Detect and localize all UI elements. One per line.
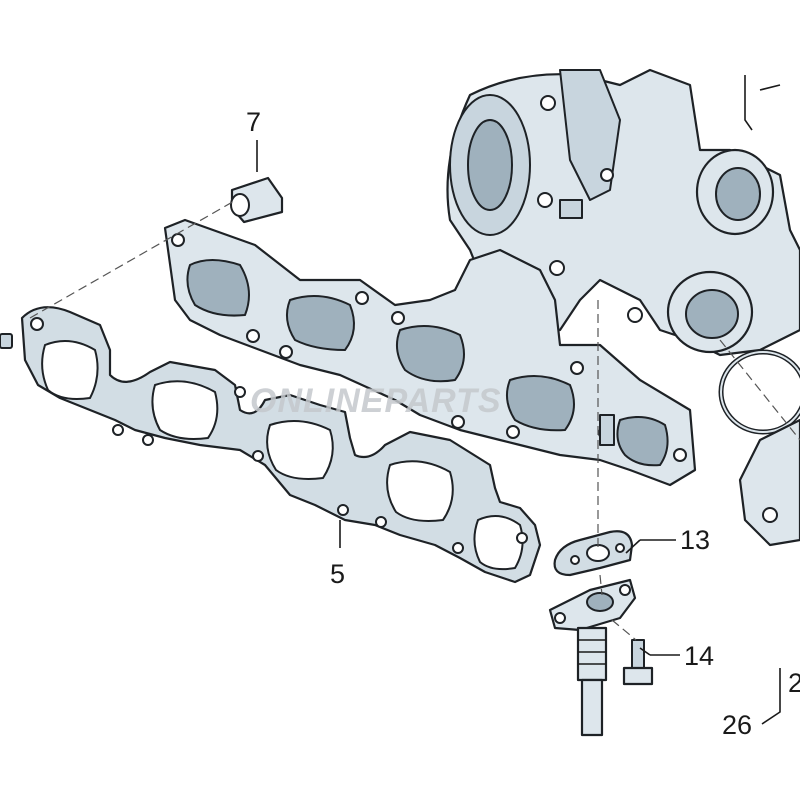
outlet-flange	[738, 418, 800, 547]
callout-13: 13	[680, 525, 710, 555]
small-gasket-13	[553, 530, 634, 577]
manifold-bolt	[0, 333, 13, 349]
oil-return-pipe	[548, 578, 637, 737]
exhaust-manifold	[163, 218, 697, 487]
manifold-gasket	[20, 306, 542, 584]
leader-lines	[29, 75, 800, 725]
watermark: ONLINEPARTS	[250, 382, 502, 420]
callout-labels: 7 5 13 14 26 2	[246, 107, 800, 740]
callout-14: 14	[684, 641, 714, 671]
callout-2x: 2	[788, 668, 800, 698]
callout-26: 26	[722, 710, 752, 740]
sleeve-7	[230, 176, 284, 224]
callout-5: 5	[330, 559, 345, 589]
callout-7: 7	[246, 107, 261, 137]
bolt-14	[622, 639, 654, 686]
